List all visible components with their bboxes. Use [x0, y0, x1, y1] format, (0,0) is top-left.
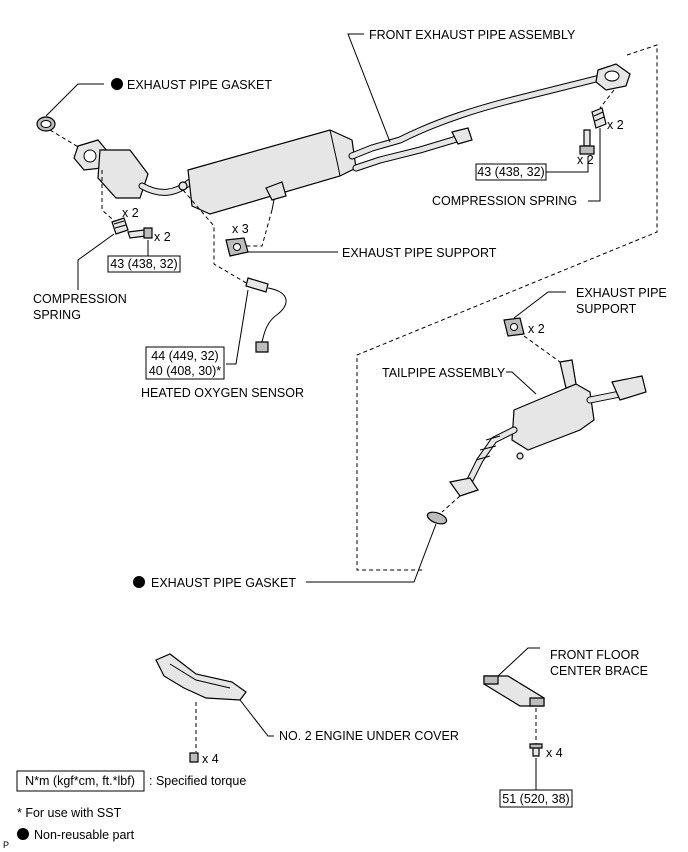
compression-spring-left	[111, 217, 129, 235]
legend-torque-box	[16, 770, 145, 792]
torque-box-left	[107, 255, 181, 273]
non-reusable-icon	[111, 78, 123, 90]
label-exhaust-pipe-support-right-1: EXHAUST PIPE	[576, 286, 667, 300]
front-floor-center-brace	[483, 675, 545, 707]
legend-torque-units: N*m (kgf*cm, ft.*lbf)	[25, 774, 135, 788]
tailpipe-flange	[448, 477, 479, 497]
label-exhaust-pipe-gasket-bottom: EXHAUST PIPE GASKET	[151, 576, 296, 590]
qty-right-spring: x 2	[607, 118, 624, 132]
label-compression-spring-left-2: SPRING	[33, 308, 81, 322]
bolt-left	[127, 227, 153, 239]
qty-left-bolt: x 2	[154, 230, 171, 244]
torque-front-pipe-right: 43 (438, 32)	[477, 165, 544, 179]
torque-front-pipe-left: 43 (438, 32)	[110, 257, 177, 271]
label-compression-spring-right: COMPRESSION SPRING	[432, 194, 577, 208]
qty-support-nut: x 3	[232, 222, 249, 236]
front-exhaust-pipe-assembly	[73, 63, 631, 215]
exhaust-pipe-gasket-top	[36, 116, 56, 132]
torque-box-right	[475, 163, 547, 181]
torque-brace: 51 (520, 38)	[502, 792, 569, 806]
tailpipe-assembly	[448, 359, 647, 497]
label-no2-engine-under-cover: NO. 2 ENGINE UNDER COVER	[279, 729, 459, 743]
qty-right-bolt: x 2	[577, 153, 594, 167]
label-exhaust-pipe-support-mid: EXHAUST PIPE SUPPORT	[342, 246, 497, 260]
legend-sst-note: * For use with SST	[17, 806, 122, 820]
exhaust-pipe-support-mid	[225, 237, 249, 257]
torque-sensor-line-1: 44 (449, 32)	[151, 349, 218, 363]
brace-bolt	[529, 743, 543, 757]
no2-engine-under-cover	[155, 653, 247, 701]
label-compression-spring-left-1: COMPRESSION	[33, 292, 127, 306]
under-cover-bolt	[189, 752, 199, 763]
exhaust-pipe-gasket-bottom	[426, 511, 448, 525]
compression-spring-right	[591, 107, 607, 129]
exhaust-pipe-support-right	[503, 317, 525, 337]
label-front-floor-center-brace-1: FRONT FLOOR	[550, 648, 639, 662]
legend-non-reusable: Non-reusable part	[34, 828, 135, 842]
qty-left-spring: x 2	[122, 206, 139, 220]
tailpipe-dashed-outline	[356, 44, 658, 571]
torque-box-sensor	[145, 346, 225, 380]
front-muffler	[187, 129, 357, 215]
torque-box-brace	[499, 789, 573, 808]
tailpipe-muffler	[511, 383, 595, 451]
qty-brace-bolt: x 4	[546, 746, 563, 760]
label-heated-oxygen-sensor: HEATED OXYGEN SENSOR	[141, 386, 304, 400]
label-exhaust-pipe-gasket-top: EXHAUST PIPE GASKET	[127, 78, 272, 92]
label-tailpipe-assembly: TAILPIPE ASSEMBLY	[382, 366, 506, 380]
heated-oxygen-sensor	[245, 277, 287, 353]
torque-sensor-line-2: 40 (408, 30)*	[149, 364, 221, 378]
label-front-floor-center-brace-2: CENTER BRACE	[550, 664, 648, 678]
qty-rear-support: x 2	[528, 322, 545, 336]
corner-code: P	[3, 840, 9, 850]
bolt-right	[579, 129, 595, 155]
label-exhaust-pipe-support-right-2: SUPPORT	[576, 302, 637, 316]
catalytic-converter	[97, 149, 149, 199]
non-reusable-icon	[17, 828, 29, 840]
qty-under-cover-bolt: x 4	[202, 752, 219, 766]
legend-torque-desc: : Specified torque	[149, 774, 246, 788]
label-front-exhaust-pipe-assembly: FRONT EXHAUST PIPE ASSEMBLY	[369, 28, 576, 42]
non-reusable-icon	[133, 576, 145, 588]
